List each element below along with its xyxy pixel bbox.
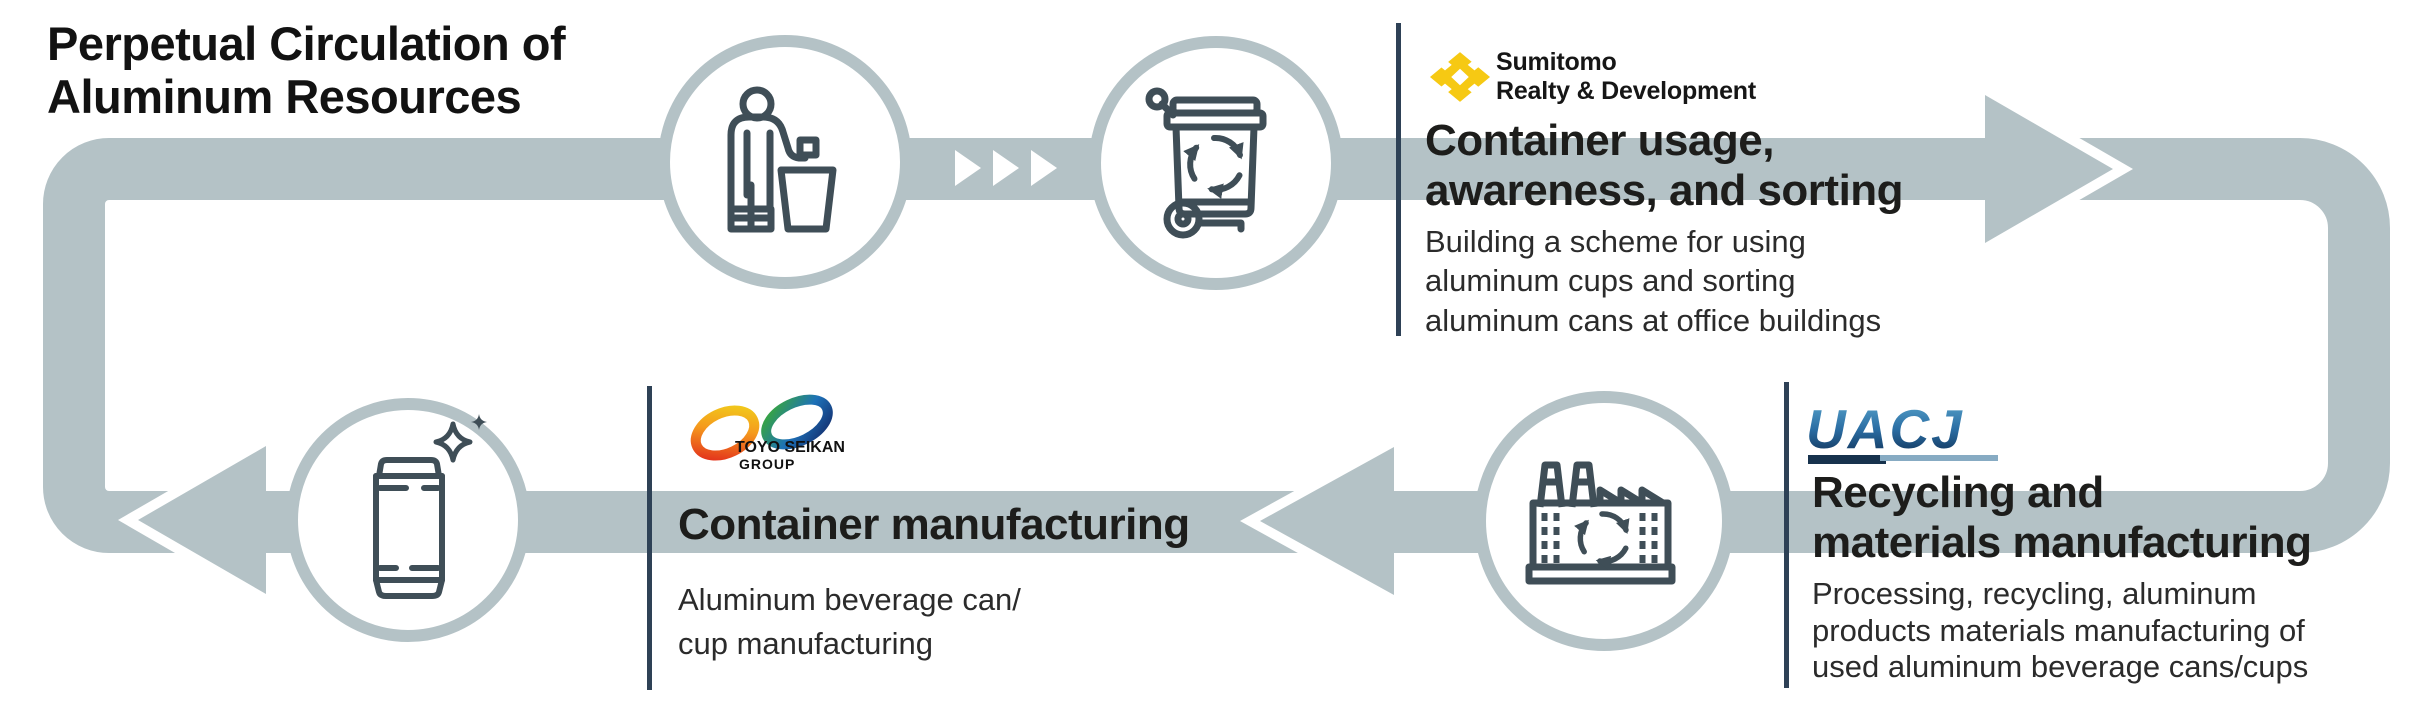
step-circle-collect xyxy=(1089,36,1343,290)
toyo-ribbon-cool xyxy=(761,394,833,450)
step-circle-can xyxy=(286,398,530,642)
toyo-logo-text: TOYO SEIKAN xyxy=(735,439,845,456)
step-circle-dispose xyxy=(658,35,912,289)
triple-chevron-right-icon xyxy=(993,150,1019,186)
recycle-wheelie-bin-icon xyxy=(1145,87,1267,239)
sparkle-icon xyxy=(471,414,487,430)
section-divider xyxy=(647,386,652,690)
manufacturing-heading: Container manufacturing xyxy=(678,500,1190,549)
page-title: Perpetual Circulation of Aluminum Resour… xyxy=(47,17,566,123)
triple-chevron-right-icon xyxy=(955,150,981,186)
flow-arrowhead-icon xyxy=(1985,95,2113,243)
usage-heading: Container usage, awareness, and sorting xyxy=(1425,116,1904,215)
sparkle-icon xyxy=(433,421,473,463)
usage-body: Building a scheme for using aluminum cup… xyxy=(1425,224,1882,338)
sumitomo-logo-text: Sumitomo Realty & Development xyxy=(1496,48,1756,105)
aluminum-can-sparkle-icon xyxy=(373,414,487,599)
toyo-seikan-logo: TOYO SEIKAN GROUP xyxy=(690,394,845,472)
toyo-logo-subtext: GROUP xyxy=(739,456,795,472)
recycling-heading: Recycling and materials manufacturing xyxy=(1812,468,2312,567)
sumitomo-logo-icon xyxy=(1430,52,1490,102)
step-circle-factory xyxy=(1474,391,1734,651)
uacj-logo-text: UACJ xyxy=(1806,398,1964,460)
triple-chevron-right-icon xyxy=(1031,150,1057,186)
flow-arrowhead-icon xyxy=(1260,447,1394,595)
person-disposing-trash-icon xyxy=(727,86,837,233)
section-divider xyxy=(1784,382,1789,688)
recycling-body: Processing, recycling, aluminum products… xyxy=(1812,576,2309,685)
section-divider xyxy=(1396,23,1401,336)
manufacturing-body: Aluminum beverage can/ cup manufacturing xyxy=(678,582,1021,662)
flow-arrowhead-icon xyxy=(138,446,266,594)
uacj-logo: UACJ xyxy=(1806,398,1998,464)
toyo-ribbon-warm xyxy=(690,405,760,461)
recycling-factory-icon xyxy=(1525,461,1676,585)
